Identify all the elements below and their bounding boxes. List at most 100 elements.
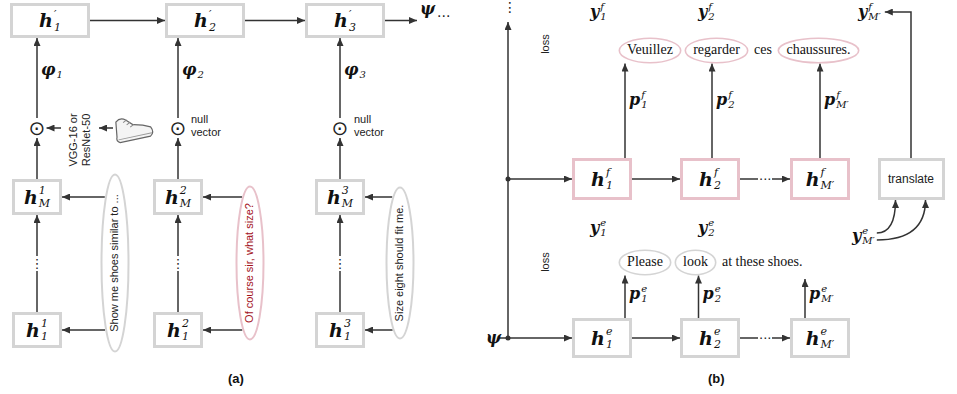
edge-arrow — [339, 138, 341, 179]
edge-arrow — [365, 196, 392, 198]
symbol-base: h — [329, 321, 343, 340]
edge-label: ⋮ — [30, 256, 45, 271]
math-symbol: φ3 — [344, 60, 366, 80]
node-label: Size eight should fit me. — [393, 205, 406, 322]
subscript: M′ — [836, 100, 849, 110]
decoder-box: he2 — [680, 318, 740, 358]
symbol-base: y — [698, 220, 707, 236]
superscript: f — [641, 90, 647, 100]
symbol-base: h — [167, 321, 181, 340]
superscript: e — [821, 284, 834, 294]
edge-arrow — [245, 20, 305, 22]
node-label: ⊙ — [29, 118, 46, 138]
script-stack: e1 — [641, 284, 647, 304]
node-label: ⊙ — [332, 118, 349, 138]
arrow-line — [99, 127, 113, 129]
superscript: e — [606, 326, 613, 337]
text-label: loss — [539, 34, 551, 54]
junction-dot — [506, 177, 511, 182]
math-label: φ1 — [41, 60, 63, 80]
symbol-base: φ — [41, 62, 55, 78]
script-stack: 21 — [182, 318, 189, 342]
math-label: ye1 — [590, 218, 607, 238]
node-label: Please — [627, 254, 663, 270]
oval-shape — [387, 188, 414, 339]
superscript: f — [728, 90, 734, 100]
subscript: 1 — [641, 294, 647, 304]
script-stack: 1M — [39, 185, 50, 209]
word-oval: look — [674, 249, 717, 276]
math-label: φ3 — [344, 60, 366, 80]
math-symbol: pf1 — [629, 90, 648, 110]
subscript: 2 — [197, 70, 203, 80]
superscript: ′ — [209, 9, 216, 20]
subscript: 1 — [606, 339, 613, 350]
encoder-box: h31 — [315, 312, 365, 348]
arrow-line — [385, 20, 417, 22]
subscript: M′ — [821, 294, 834, 304]
script-stack: e2 — [708, 218, 714, 238]
subscript: 1 — [41, 331, 48, 342]
script-spacer — [359, 60, 365, 70]
superscript: e — [862, 226, 875, 236]
subscript: 2 — [708, 12, 714, 22]
subscript: M′ — [821, 180, 835, 191]
script-stack: f2 — [708, 2, 714, 22]
math-label: yeM′ — [852, 226, 875, 246]
math-symbol: h21 — [167, 318, 189, 342]
subscript: 2 — [708, 228, 714, 238]
shoe-upper — [113, 113, 154, 143]
superscript: e — [715, 284, 721, 294]
node-label: look — [683, 254, 708, 270]
arrow-line — [508, 178, 572, 180]
symbol-base: h — [24, 188, 38, 207]
oval-shape — [675, 250, 715, 274]
math-symbol: h1M — [24, 185, 50, 209]
script-stack: eM′ — [862, 226, 875, 246]
label-text: null vector — [191, 113, 235, 138]
superscript: f — [708, 2, 714, 12]
math-symbol: he2 — [699, 326, 721, 350]
edge-arrow — [203, 329, 242, 331]
superscript: 3 — [344, 318, 351, 329]
script-stack: f1 — [600, 2, 606, 22]
math-label: pf1 — [629, 90, 648, 110]
math-label: ψ — [486, 329, 501, 347]
label-text: loss — [539, 34, 551, 54]
oval-shape — [102, 175, 129, 352]
superscript: 3 — [342, 185, 353, 196]
decoder-box: hf1 — [572, 158, 632, 200]
superscript: f — [714, 167, 721, 178]
product-operator: ⊙ — [331, 118, 350, 138]
math-symbol: pfM′ — [824, 90, 849, 110]
shoe-image — [113, 113, 154, 143]
script-stack: eM′ — [821, 326, 835, 350]
subscript: 1 — [600, 228, 606, 238]
symbol-base: p — [824, 92, 835, 108]
edge-label: ··· — [758, 331, 772, 346]
arrow-line — [804, 279, 806, 318]
symbol-base: h — [806, 329, 820, 348]
encoder-box: h2M — [153, 179, 203, 215]
node-label: Veuillez — [627, 42, 673, 58]
shoe-laces — [123, 119, 134, 129]
subscript: 1 — [641, 100, 647, 110]
label-text: ces — [754, 42, 772, 58]
translate-box: translate — [878, 158, 945, 200]
math-symbol: h′2 — [194, 9, 216, 33]
word-oval: Please — [618, 249, 672, 276]
symbol-base: p — [809, 286, 820, 302]
math-symbol: peM′ — [809, 284, 834, 304]
oval-shape — [619, 250, 670, 274]
product-operator: ⊙ — [169, 118, 188, 138]
script-stack: e2 — [715, 284, 721, 304]
edge-arrow — [36, 138, 38, 179]
edge-arrow — [624, 64, 626, 159]
encoder-box: h3M — [315, 179, 365, 215]
math-symbol: h′3 — [334, 9, 356, 33]
script-stack: eM′ — [821, 284, 834, 304]
symbol-base: p — [703, 286, 714, 302]
symbol-base: y — [858, 4, 867, 20]
text-label: ces — [754, 42, 772, 58]
math-label: yfM′ — [858, 2, 881, 22]
